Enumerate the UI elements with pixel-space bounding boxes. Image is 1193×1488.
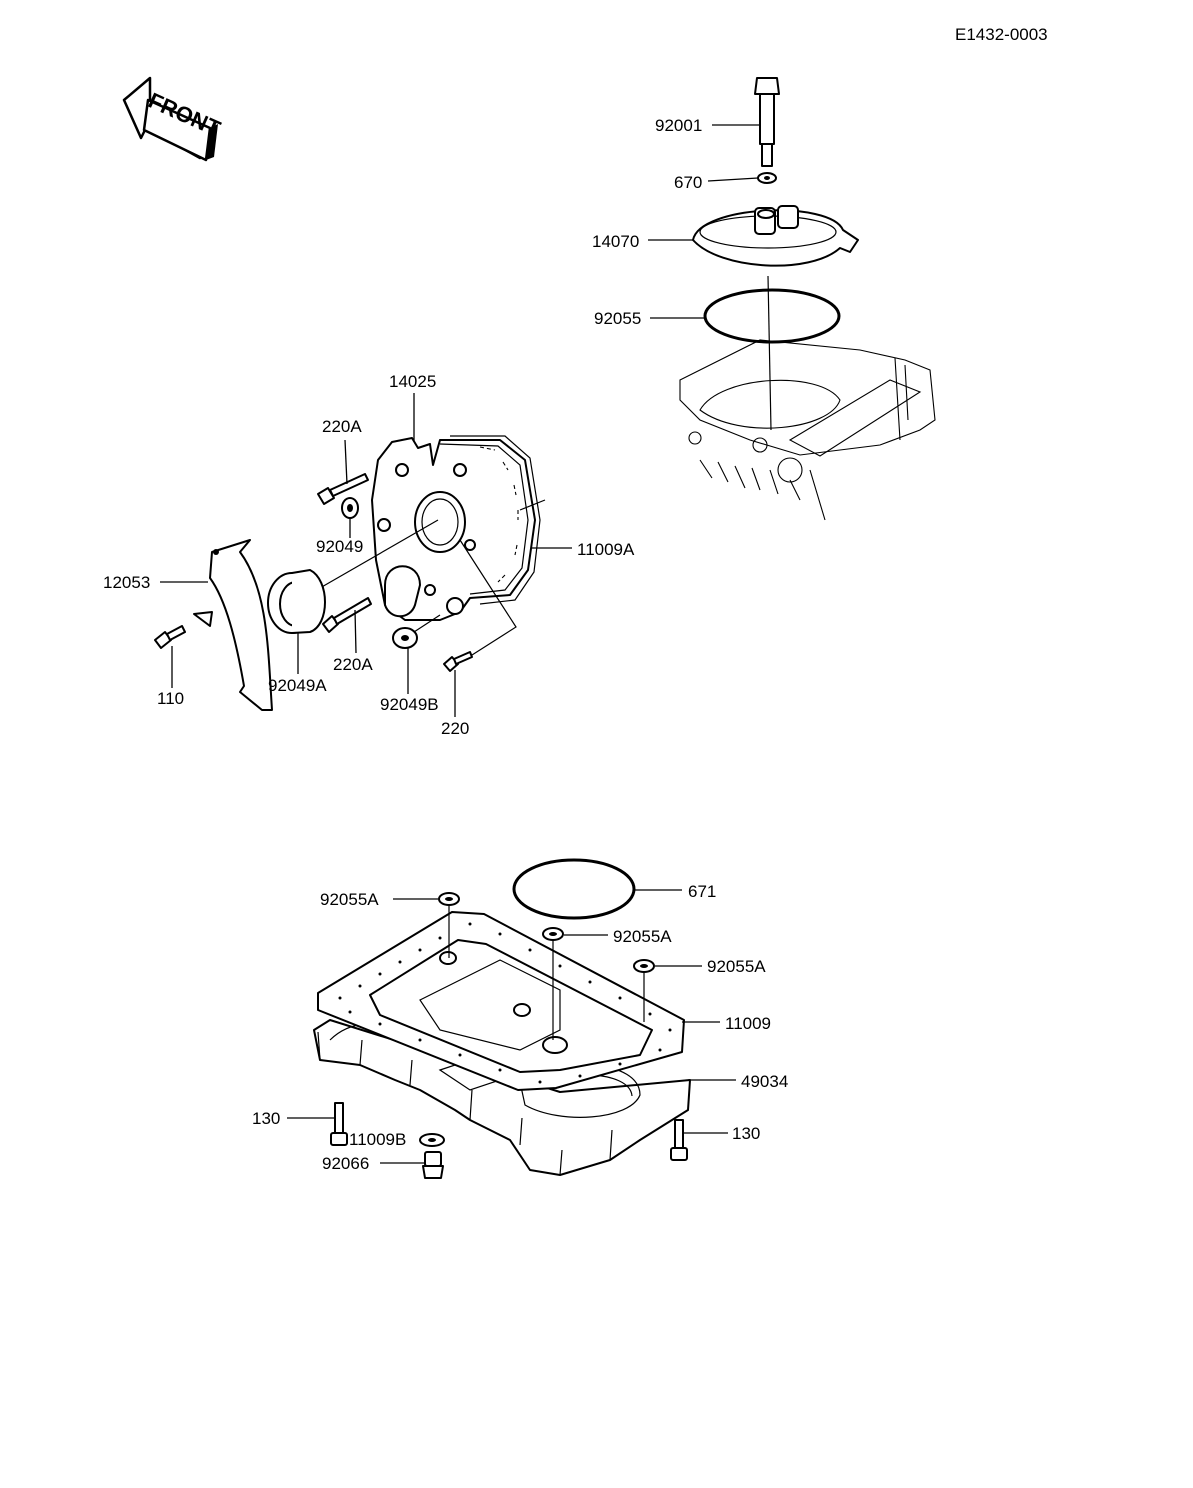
label-220A-top: 220A	[322, 417, 362, 436]
washer-92055A-3	[633, 959, 655, 973]
side-cover-14025	[371, 437, 536, 621]
front-arrow-icon: FRONT	[122, 76, 225, 162]
o-ring-92055	[703, 288, 841, 344]
label-92049B: 92049B	[380, 695, 439, 714]
label-49034: 49034	[741, 1072, 788, 1091]
washer-670	[757, 172, 777, 184]
label-130-left: 130	[252, 1109, 280, 1128]
oil-seal-92049A	[267, 569, 326, 634]
label-92055: 92055	[594, 309, 641, 328]
oil-filter-cover-14070	[692, 205, 859, 267]
label-92055A-2: 92055A	[613, 927, 672, 946]
bolt-130-right	[670, 1119, 688, 1161]
label-92055A-3: 92055A	[707, 957, 766, 976]
washer-92049	[341, 497, 359, 519]
label-220: 220	[441, 719, 469, 738]
guide-12053	[193, 539, 273, 711]
label-670: 670	[674, 173, 702, 192]
label-11009B: 11009B	[349, 1130, 406, 1149]
label-11009: 11009	[725, 1014, 771, 1033]
oil-filter-bolt-92001	[754, 77, 780, 167]
bolt-220A-bottom	[322, 597, 372, 633]
bolt-220	[443, 651, 473, 672]
label-92055A-1: 92055A	[320, 890, 379, 909]
screw-110	[154, 625, 186, 649]
label-11009A: 11009A	[577, 540, 635, 559]
label-92049A: 92049A	[268, 676, 327, 695]
washer-92055A-2	[542, 927, 564, 941]
label-110: 110	[157, 689, 184, 708]
label-12053: 12053	[103, 573, 150, 592]
label-92001: 92001	[655, 116, 702, 135]
bolt-130-left	[330, 1102, 348, 1146]
label-671: 671	[688, 882, 716, 901]
label-220A-bottom: 220A	[333, 655, 373, 674]
engine-block-outline	[679, 339, 936, 521]
gasket-11009A	[450, 435, 541, 605]
washer-92049B	[392, 627, 418, 649]
o-ring-671	[512, 858, 636, 920]
washer-11009B	[419, 1133, 445, 1147]
label-14070: 14070	[592, 232, 639, 251]
bolt-220A-top	[317, 473, 369, 505]
label-92066: 92066	[322, 1154, 369, 1173]
diagram-code: E1432-0003	[955, 25, 1048, 44]
label-14025: 14025	[389, 372, 436, 391]
gasket-11009	[317, 911, 685, 1091]
label-92049: 92049	[316, 537, 363, 556]
washer-92055A-1	[438, 892, 460, 906]
label-130-right: 130	[732, 1124, 760, 1143]
drain-plug-92066	[422, 1151, 444, 1179]
